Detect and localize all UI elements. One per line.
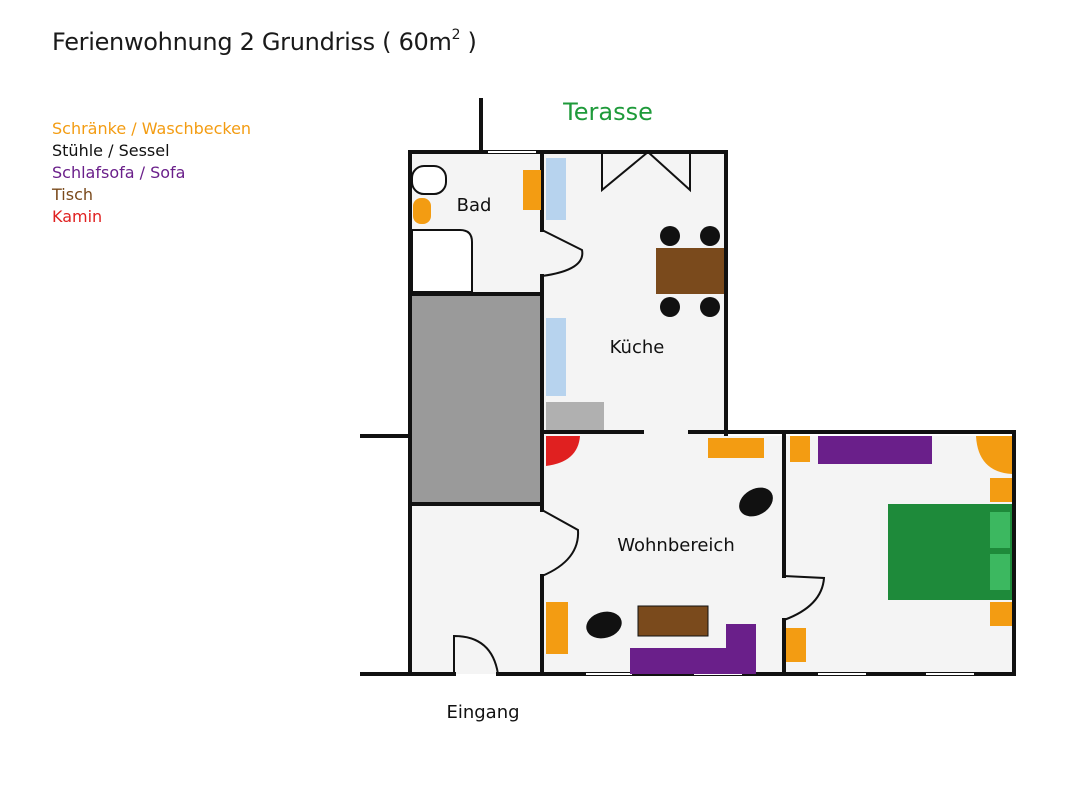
coffee-table [637, 605, 709, 637]
legend-item-cabinets: Schränke / Waschbecken [52, 119, 252, 138]
fireplace [546, 436, 580, 466]
kitchen-counter [546, 402, 604, 432]
kitchen-window-panel [546, 158, 566, 220]
chair [700, 226, 720, 246]
title-end: ) [460, 28, 477, 56]
bedroom-cabinet [786, 628, 806, 662]
living-cabinet [708, 438, 764, 458]
doors [453, 151, 826, 675]
sofa-bed [818, 436, 932, 464]
legend-item-chairs: Stühle / Sessel [52, 141, 170, 160]
bedroom-furniture [786, 436, 1012, 662]
chair [660, 226, 680, 246]
label-terrace: Terasse [562, 98, 653, 126]
bedroom-cabinet [790, 436, 810, 462]
label-living: Wohnbereich [617, 535, 734, 556]
nightstand [990, 478, 1012, 502]
label-entrance: Eingang [446, 702, 519, 723]
legend-item-sofa: Schlafsofa / Sofa [52, 163, 186, 182]
dining-set [656, 226, 724, 317]
title-text: Ferienwohnung 2 Grundriss ( 60m [52, 28, 452, 56]
title-superscript: 2 [451, 27, 461, 43]
chair [660, 297, 680, 317]
sofa [630, 624, 756, 674]
walls [360, 98, 1016, 676]
pillow [990, 512, 1010, 548]
label-kitchen: Küche [610, 337, 665, 358]
legend-item-table: Tisch [52, 185, 93, 204]
legend: Schränke / Waschbecken Stühle / Sessel S… [52, 118, 251, 228]
page-title: Ferienwohnung 2 Grundriss ( 60m2 ) [52, 27, 477, 56]
bath-fixtures [411, 165, 541, 293]
pillow [990, 554, 1010, 590]
armchair [586, 611, 622, 639]
nightstand [990, 602, 1012, 626]
toilet [411, 165, 447, 195]
living-cabinet [546, 602, 568, 654]
bath-cabinet [523, 170, 541, 210]
kitchen-window-panel [546, 318, 566, 396]
shower [411, 229, 473, 293]
chair [700, 297, 720, 317]
living-furniture [546, 438, 773, 674]
corner-cabinet [976, 436, 1012, 474]
dining-table [656, 248, 724, 294]
washbasin [413, 198, 431, 224]
storage-room [410, 294, 542, 504]
legend-item-fireplace: Kamin [52, 207, 103, 226]
armchair [739, 487, 773, 517]
label-bath: Bad [457, 195, 492, 216]
